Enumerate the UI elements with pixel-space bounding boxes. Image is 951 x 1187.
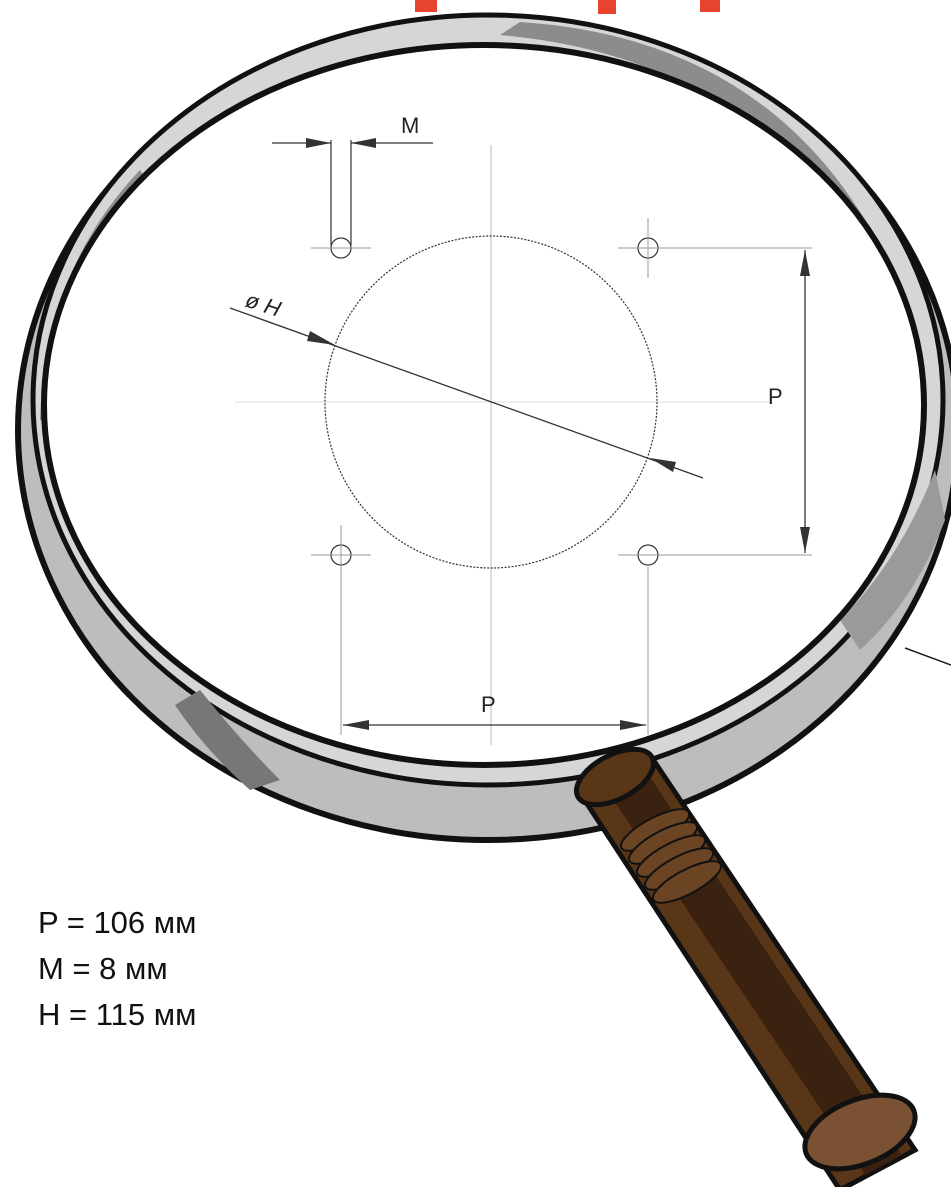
label-m: M: [401, 113, 419, 138]
bore-circle: [324, 235, 658, 569]
pointer-line: [904, 647, 951, 666]
legend-item-h: H = 115 мм: [38, 997, 197, 1032]
dimension-p-horizontal: [340, 567, 649, 735]
dimension-p-vertical: [660, 247, 812, 556]
handle-end-cap: [802, 1092, 918, 1172]
dimension-m: [272, 138, 433, 245]
magnifier-lens: [41, 42, 927, 768]
cropped-title-fragment: [415, 0, 720, 14]
magnifier-handle: [574, 746, 919, 1187]
label-p-horizontal: P: [481, 692, 496, 717]
flange-drawing: [229, 138, 812, 745]
label-p-vertical: P: [768, 384, 783, 409]
legend-item-p: P = 106 мм: [38, 905, 197, 940]
legend-item-m: M = 8 мм: [38, 951, 168, 986]
handle-threads: [619, 808, 723, 904]
dimension-h: [229, 307, 704, 479]
dimension-legend: P = 106 мм M = 8 мм H = 115 мм: [38, 900, 196, 1038]
